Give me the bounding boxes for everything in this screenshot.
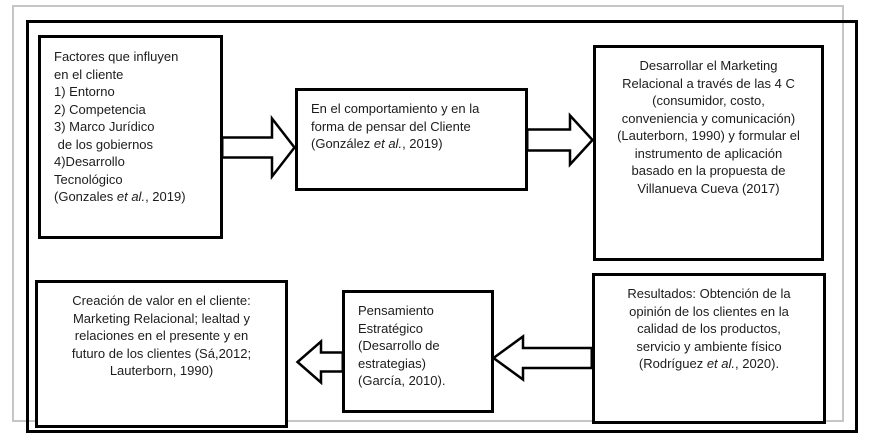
box-comportamiento-text: En el comportamiento y en la forma de pe…: [311, 100, 519, 153]
box-creacion-valor: Creación de valor en el cliente: Marketi…: [35, 280, 288, 428]
block-arrow-left-icon: [295, 338, 344, 386]
box-resultados-text: Resultados: Obtención de la opinión de l…: [600, 285, 818, 373]
box-resultados: Resultados: Obtención de la opinión de l…: [592, 273, 826, 424]
text-segment: , 2019): [402, 136, 443, 151]
box-marketing-relacional-text: Desarrollar el Marketing Relacional a tr…: [600, 57, 817, 197]
text-segment: , 2020).: [735, 356, 780, 371]
block-arrow-left-icon: [491, 334, 593, 382]
text-segment: Pensamiento Estratégico (Desarrollo de e…: [358, 303, 446, 388]
text-segment-italic: et al.: [116, 189, 146, 204]
text-segment-italic: et al.: [706, 356, 735, 371]
text-segment-italic: et al.: [373, 136, 403, 151]
box-creacion-valor-text: Creación de valor en el cliente: Marketi…: [43, 292, 280, 380]
box-factores-text: Factores que influyen en el cliente 1) E…: [54, 48, 214, 206]
text-segment: Creación de valor en el cliente: Marketi…: [71, 293, 252, 378]
inner-frame: [26, 20, 858, 433]
box-pensamiento-estrategico-text: Pensamiento Estratégico (Desarrollo de e…: [358, 302, 486, 390]
box-comportamiento: En el comportamiento y en la forma de pe…: [295, 88, 528, 191]
text-segment: Resultados: Obtención de la opinión de l…: [627, 286, 791, 371]
text-segment: Factores que influyen en el cliente 1) E…: [54, 49, 179, 204]
text-segment: , 2019): [145, 189, 186, 204]
box-pensamiento-estrategico: Pensamiento Estratégico (Desarrollo de e…: [342, 290, 494, 413]
text-segment: Desarrollar el Marketing Relacional a tr…: [617, 58, 800, 196]
box-marketing-relacional: Desarrollar el Marketing Relacional a tr…: [593, 45, 824, 261]
block-arrow-right-icon: [526, 112, 595, 168]
text-segment: En el comportamiento y en la forma de pe…: [311, 101, 480, 151]
block-arrow-right-icon: [221, 114, 297, 181]
box-factores: Factores que influyen en el cliente 1) E…: [38, 35, 223, 239]
outer-frame: [12, 5, 844, 422]
